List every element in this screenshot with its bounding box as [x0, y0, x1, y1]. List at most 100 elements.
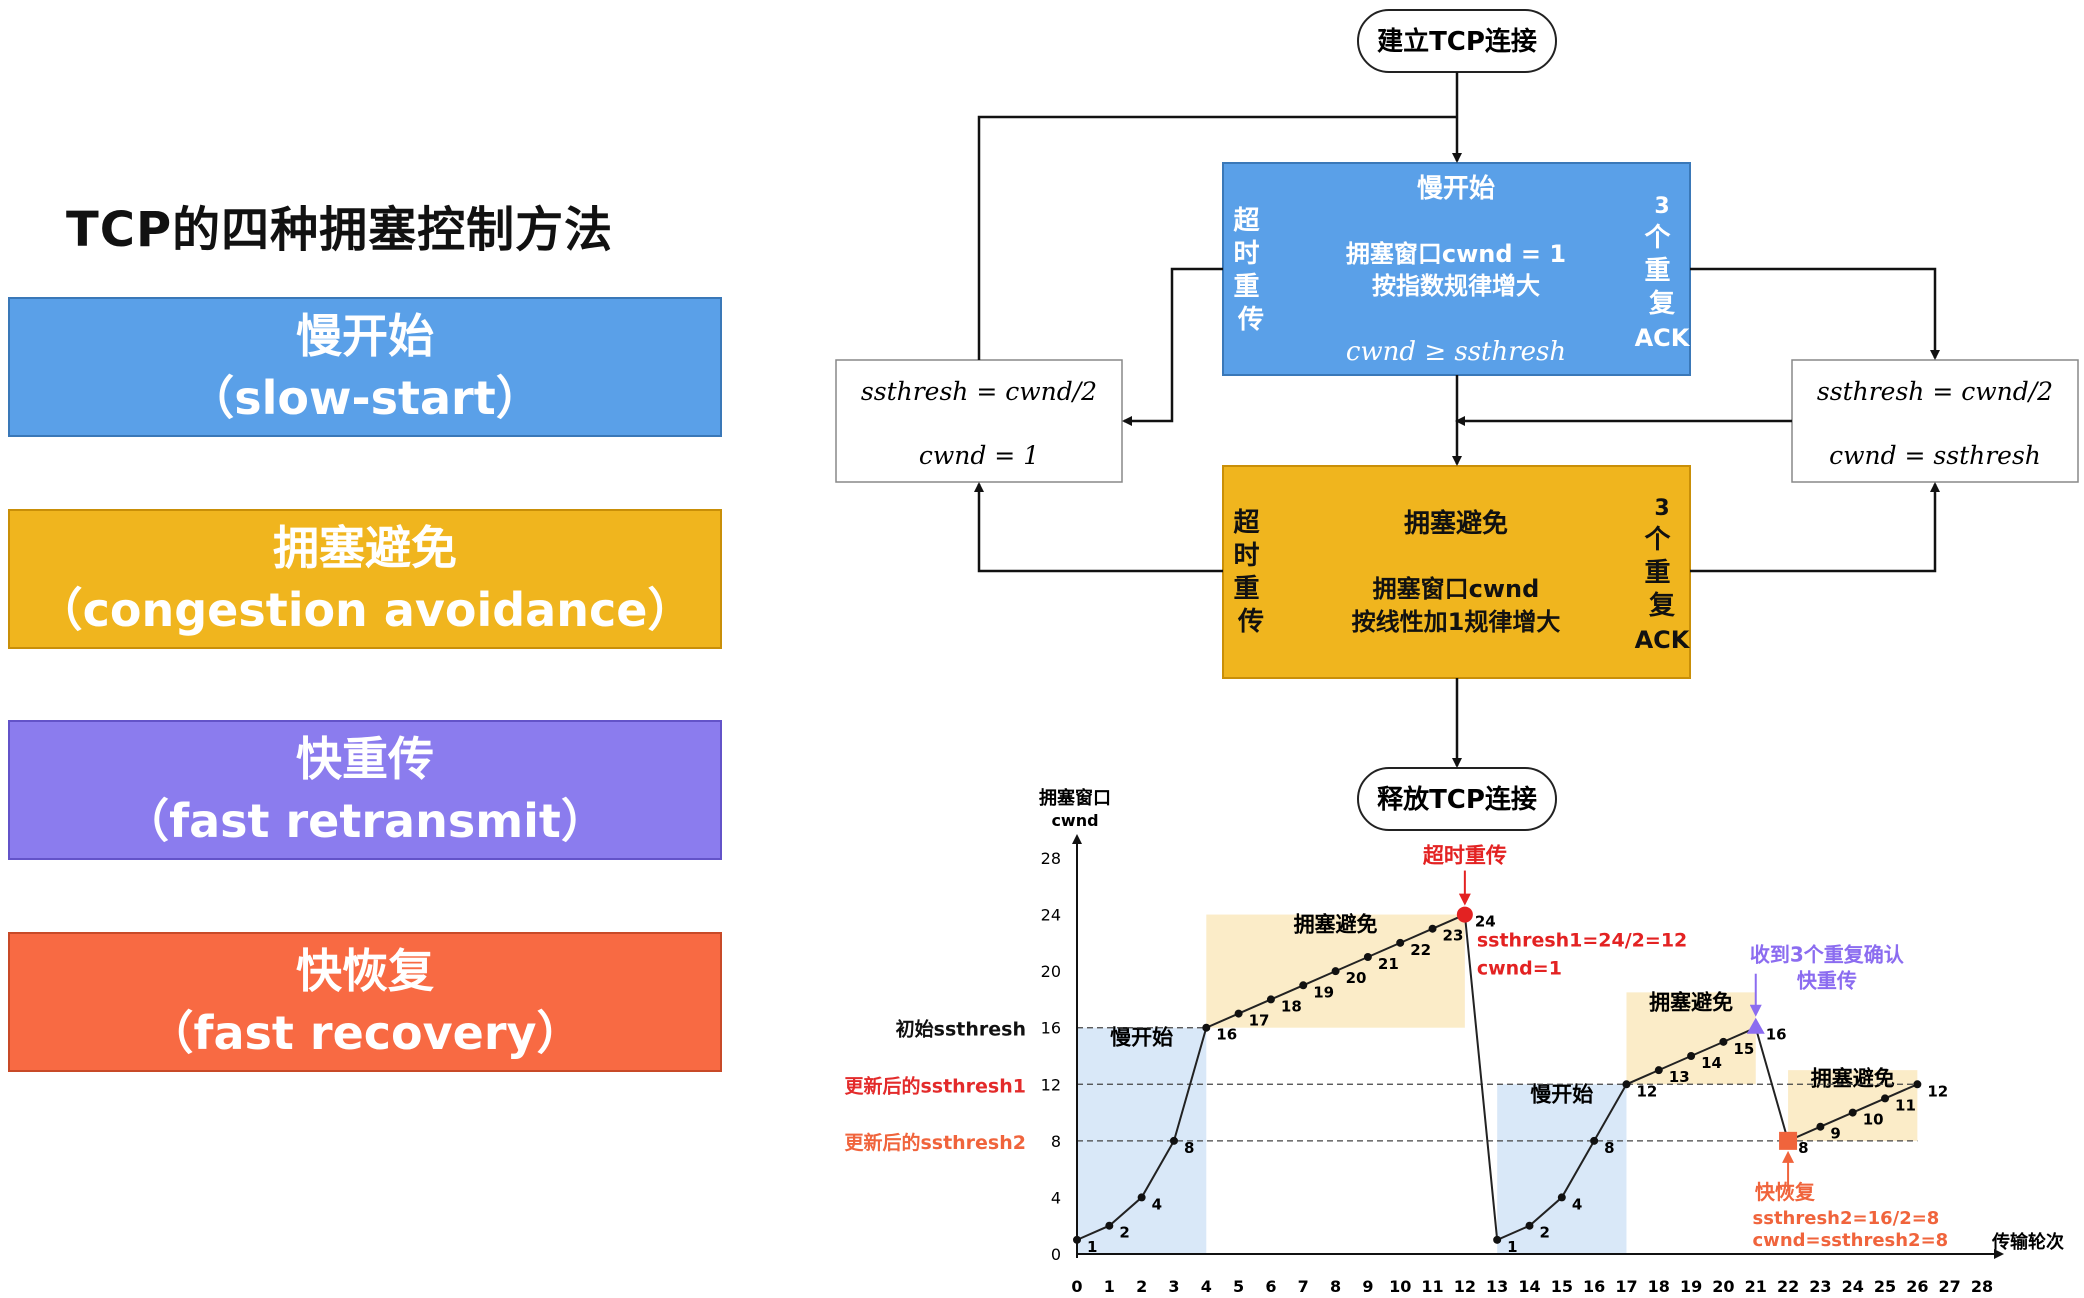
- x-tick-label: 23: [1809, 1277, 1831, 1296]
- data-point-label: 11: [1895, 1096, 1916, 1114]
- ca-line1: 拥塞窗口cwnd: [1373, 575, 1540, 603]
- connector-ss-timeout: [1122, 267, 1223, 426]
- vchar: 超: [1233, 508, 1260, 538]
- slow-start-ack: ACK: [1635, 324, 1691, 352]
- method-name: 快重传: [296, 732, 434, 786]
- data-point: [1169, 1136, 1178, 1145]
- right-box-line2: cwnd = ssthresh: [1829, 441, 2041, 470]
- method-name: 拥塞避免: [273, 521, 457, 575]
- ca-dupack-num: 3: [1654, 496, 1669, 521]
- data-point: [1881, 1094, 1890, 1103]
- left-box-line2: cwnd = 1: [919, 441, 1039, 470]
- method-name: 快恢复: [296, 944, 434, 998]
- series-line: [1754, 1027, 1918, 1143]
- recovery-title: 快恢复: [1755, 1180, 1816, 1204]
- x-tick-label: 25: [1874, 1277, 1896, 1296]
- x-tick-label: 22: [1777, 1277, 1799, 1296]
- data-point: [1816, 1122, 1825, 1131]
- y-tick-label: 12: [1041, 1075, 1061, 1094]
- x-tick-label: 14: [1518, 1277, 1540, 1296]
- timeout-ssthresh: ssthresh1=24/2=12: [1477, 930, 1687, 952]
- y-tick-label: 4: [1051, 1188, 1061, 1207]
- chart-region: [1497, 1084, 1627, 1254]
- data-point: [1525, 1221, 1534, 1230]
- connector-ss-dupack: [1690, 267, 1940, 360]
- data-point-label: 19: [1313, 983, 1334, 1001]
- vchar: 时: [1233, 239, 1259, 269]
- data-point-label: 8: [1604, 1139, 1614, 1157]
- recovery-marker: [1779, 1131, 1798, 1150]
- data-point: [1493, 1235, 1502, 1244]
- congestion-avoidance-box: [1222, 465, 1691, 679]
- right-box-line1: ssthresh = cwnd/2: [1817, 377, 2053, 406]
- data-point: [1654, 1066, 1663, 1075]
- vchar: 重: [1644, 558, 1670, 588]
- vchar: 复: [1649, 289, 1676, 319]
- y-tick-label: 20: [1041, 962, 1061, 981]
- method-name: 慢开始: [296, 309, 434, 363]
- data-point: [1557, 1193, 1566, 1202]
- data-point-label: 4: [1152, 1195, 1162, 1213]
- x-tick-label: 19: [1680, 1277, 1702, 1296]
- chart-region-label: 拥塞避免: [1811, 1067, 1895, 1091]
- data-point: [1363, 953, 1372, 961]
- y-tick-label: 28: [1041, 849, 1061, 868]
- x-tick-label: 5: [1233, 1277, 1244, 1296]
- data-point-label: 14: [1701, 1054, 1722, 1072]
- slow-start-line2: 按指数规律增大: [1372, 272, 1540, 300]
- x-tick-label: 10: [1389, 1277, 1411, 1296]
- data-point: [1299, 981, 1308, 990]
- timeout-cwnd: cwnd=1: [1477, 958, 1562, 980]
- y-tick-label: 16: [1041, 1019, 1061, 1038]
- method-fast-retransmit: 快重传 （fast retransmit）: [8, 720, 722, 860]
- chart-region-label: 拥塞避免: [1649, 990, 1733, 1014]
- vchar: 时: [1233, 541, 1259, 571]
- recovery-cwnd: cwnd=ssthresh2=8: [1753, 1230, 1949, 1251]
- recovery-ssthresh: ssthresh2=16/2=8: [1753, 1208, 1940, 1229]
- y-axis-title: 拥塞窗口: [1039, 787, 1111, 809]
- data-point-label: 15: [1733, 1040, 1754, 1058]
- data-point: [1622, 1080, 1631, 1089]
- data-point-label: 12: [1927, 1082, 1948, 1100]
- data-point-label: 17: [1249, 1012, 1270, 1030]
- slow-start-timeout-label: 超 时 重 传: [1233, 206, 1268, 335]
- chart-region: [1788, 1070, 1918, 1141]
- data-point-label: 4: [1572, 1195, 1582, 1213]
- data-point: [1073, 1235, 1081, 1244]
- data-point-label: 24: [1475, 913, 1496, 931]
- x-tick-label: 27: [1939, 1277, 1961, 1296]
- chart-points: 1248161718192021222324124812131415168910…: [1073, 906, 1948, 1256]
- flow-diagram: 建立TCP连接 慢开始 拥塞窗口cwnd = 1 按指数规律增大 cwnd ≥ …: [835, 9, 2079, 831]
- x-tick-label: 4: [1201, 1277, 1212, 1296]
- vchar: 个: [1644, 525, 1671, 555]
- x-tick-label: 18: [1648, 1277, 1670, 1296]
- x-tick-label: 7: [1298, 1277, 1309, 1296]
- data-point: [1266, 995, 1275, 1004]
- dupack-subtitle: 快重传: [1797, 969, 1857, 993]
- data-point: [1396, 938, 1405, 947]
- ca-dupack-label: 个 重 复: [1644, 525, 1679, 621]
- dupack-marker: [1746, 1017, 1765, 1034]
- slow-start-condition: cwnd ≥ ssthresh: [1346, 337, 1566, 367]
- data-point-label: 1: [1507, 1238, 1517, 1256]
- x-tick-label: 17: [1615, 1277, 1637, 1296]
- data-point-label: 8: [1184, 1139, 1194, 1157]
- release-node: [1357, 767, 1557, 831]
- x-tick-label: 2: [1136, 1277, 1147, 1296]
- connector-leftbox-up: [977, 115, 1457, 360]
- y-tick-label: 24: [1041, 906, 1061, 925]
- data-point: [1687, 1052, 1696, 1060]
- data-point: [1428, 924, 1437, 933]
- vchar: 个: [1644, 223, 1671, 253]
- chart-annotations: 超时重传ssthresh1=24/2=12cwnd=1收到3个重复确认快重传快恢…: [1423, 844, 1948, 1251]
- vchar: 传: [1237, 607, 1264, 637]
- data-point: [1105, 1221, 1114, 1230]
- data-point-label: 2: [1119, 1224, 1129, 1242]
- data-point-label: 23: [1443, 927, 1464, 945]
- x-tick-label: 3: [1168, 1277, 1179, 1296]
- chart-region: [1626, 992, 1756, 1085]
- method-congestion-avoidance: 拥塞避免 （congestion avoidance）: [8, 509, 722, 649]
- data-point: [1848, 1108, 1857, 1117]
- ca-title: 拥塞避免: [1404, 508, 1508, 539]
